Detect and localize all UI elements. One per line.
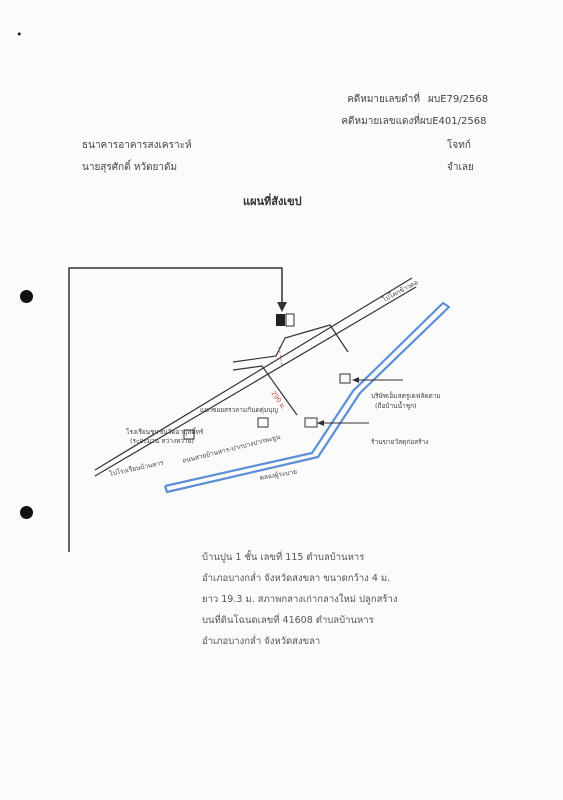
house-marker-outline bbox=[285, 313, 295, 327]
description-line: บนที่ดินโฉนดเลขที่ 41608 ตำบลบ้านหาร bbox=[202, 615, 374, 626]
map-label-company-sub: (ถือบ้านน้ำชูก) bbox=[375, 401, 417, 410]
side-road-1 bbox=[232, 324, 349, 363]
main-road-line-2 bbox=[94, 286, 417, 477]
building-junction bbox=[257, 417, 269, 428]
red-case-label: คดีหมายเลขแดงที่ bbox=[341, 116, 420, 127]
map-label-junction: แยกซอยสรวลามกันดตุ่มบุญ bbox=[200, 406, 278, 414]
description-line: บ้านปูน 1 ชั้น เลขที่ 115 ตำบลบ้านหาร bbox=[202, 552, 365, 563]
description-line: ยาว 19.3 ม. สภาพกลางเก่ากลางใหม่ ปลูกสร้… bbox=[202, 594, 398, 605]
building-school bbox=[183, 429, 195, 440]
corner-mark: • bbox=[16, 28, 23, 41]
map-label-shop: ร้านขายวัสดุก่อสร้าง bbox=[371, 438, 428, 446]
building-company bbox=[339, 373, 351, 384]
plaintiff-name: ธนาคารอาคารสงเคราะห์ bbox=[82, 140, 192, 151]
defendant-name: นายสุรศักดิ์ หวัดยาดัม bbox=[82, 162, 178, 173]
map-label-school-sub: (ระยะมาน หว่างหวาย) bbox=[130, 437, 194, 445]
pointer-frame bbox=[68, 267, 283, 552]
pointer-arrowhead bbox=[277, 302, 287, 312]
black-case-label: คดีหมายเลขดำที่ bbox=[347, 94, 420, 105]
description-line: อำเภอบางกล่ำ จังหวัดสงขลา bbox=[202, 636, 321, 647]
red-case-number: ผบE401/2568 bbox=[420, 116, 487, 127]
side-road-3 bbox=[278, 346, 283, 366]
map-label-road-top: ไปโคกข้าวดอ bbox=[380, 278, 419, 304]
plaintiff-role: โจทก์ bbox=[447, 140, 471, 151]
map-label-company: บริษัทเอ็มสตรูเดฟลัดตาม bbox=[371, 391, 441, 400]
map-label-road-bottom: ไปโรงเรียนบ้านหาร bbox=[108, 459, 165, 479]
property-description: บ้านปูน 1 ชั้น เลขที่ 115 ตำบลบ้านหาร อำ… bbox=[202, 547, 417, 652]
punch-hole-top bbox=[20, 290, 33, 303]
description-line: อำเภอบางกล่ำ จังหวัดสงขลา ขนาดกว้าง 4 ม. bbox=[202, 573, 391, 584]
canal-line bbox=[163, 301, 451, 494]
building-shop bbox=[304, 417, 318, 428]
main-road-line-1 bbox=[94, 277, 413, 471]
black-case-number: ผบE79/2568 bbox=[428, 94, 489, 105]
map-label-school: โรงเรียนชุมชนวัดอามุสดิ์ทร์ bbox=[126, 427, 204, 436]
punch-hole-bottom bbox=[20, 506, 33, 519]
house-marker-filled bbox=[276, 314, 285, 326]
page-title: แผนที่สังเขป bbox=[243, 195, 302, 208]
side-road-2 bbox=[232, 365, 298, 416]
company-leader-arrowhead bbox=[352, 377, 359, 383]
shop-leader-arrowhead bbox=[317, 420, 324, 426]
defendant-role: จำเลย bbox=[447, 162, 474, 173]
map-label-main-road: ถนนสายบ้านหาร-ปากบางปากพะยูน bbox=[182, 433, 282, 465]
